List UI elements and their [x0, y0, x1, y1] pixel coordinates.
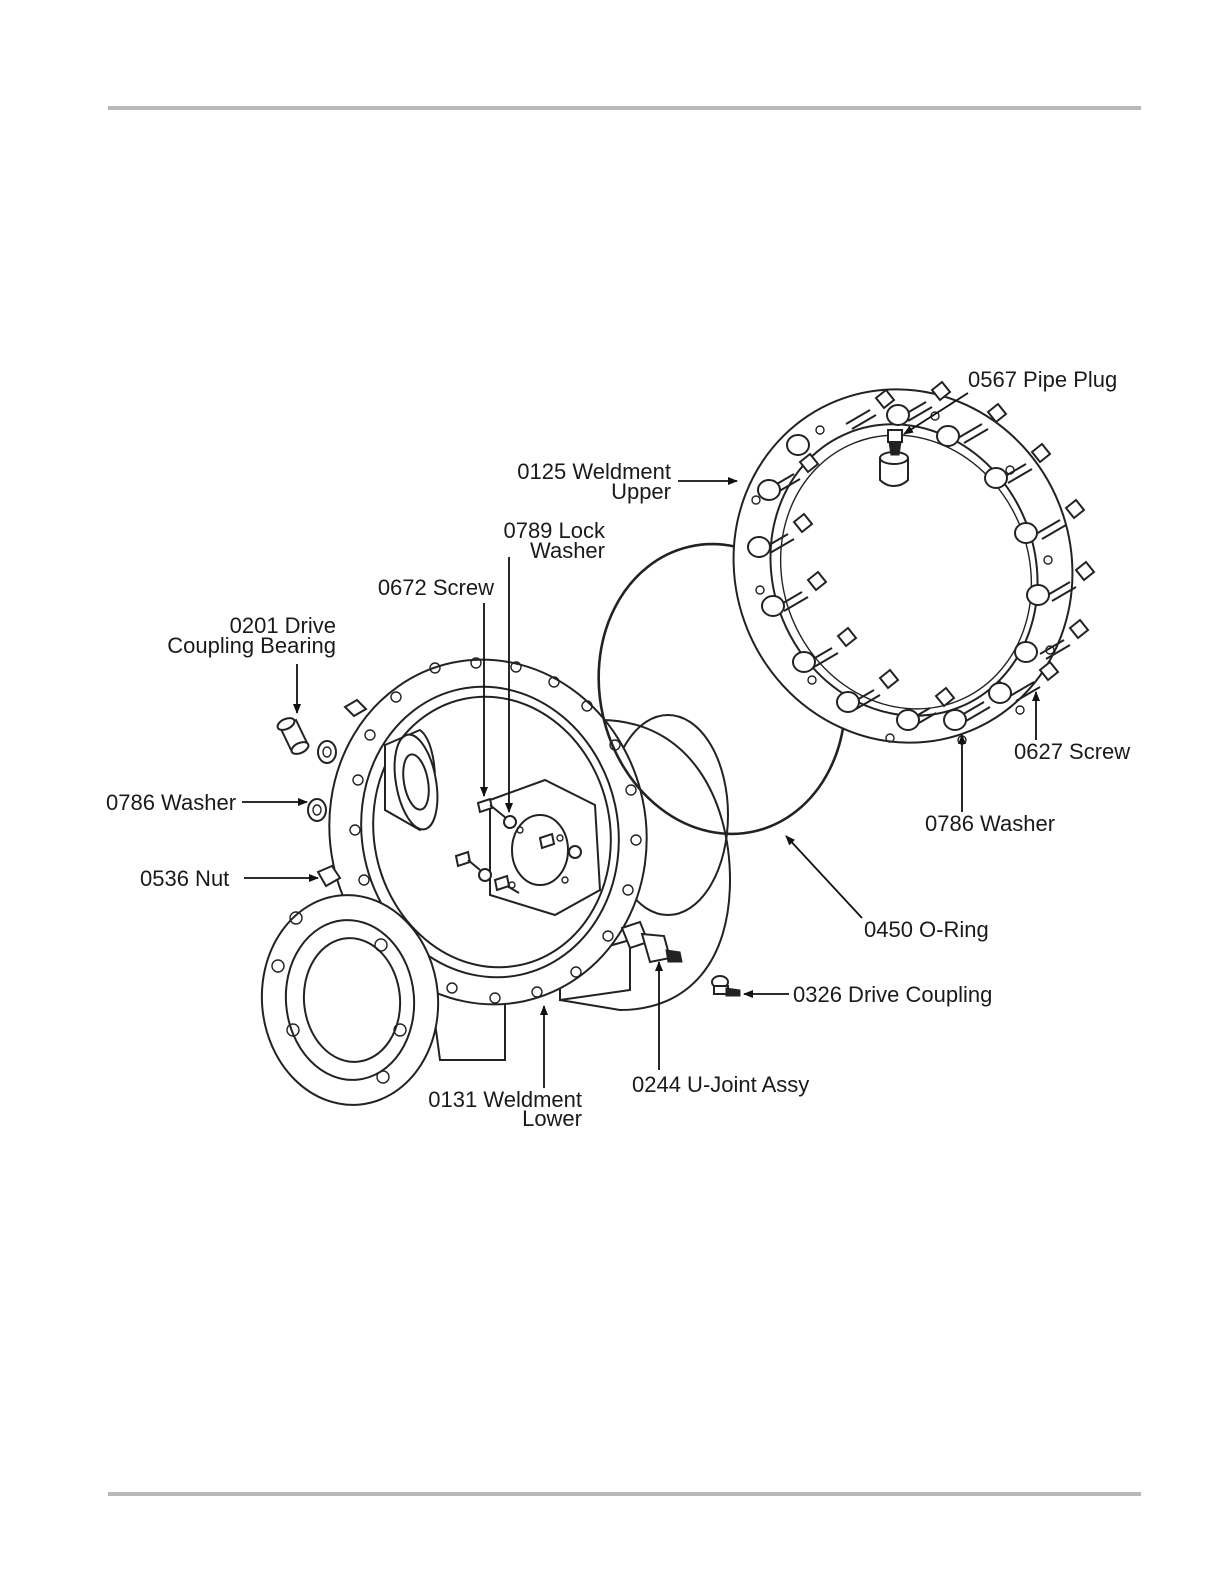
- label-pipe-plug: 0567 Pipe Plug: [968, 367, 1117, 392]
- weldment-upper: [681, 338, 1126, 794]
- label-weldment-upper-line2: Upper: [611, 479, 671, 504]
- label-screw-0672: 0672 Screw: [378, 575, 494, 600]
- label-o-ring: 0450 O-Ring: [864, 917, 989, 942]
- label-u-joint: 0244 U-Joint Assy: [632, 1072, 809, 1097]
- pipe-plug-0567: [888, 430, 902, 455]
- label-screw-0627: 0627 Screw: [1014, 739, 1130, 764]
- label-washer-left: 0786 Washer: [106, 790, 236, 815]
- drive-coupling-bearing-0201: [276, 716, 311, 757]
- label-nut: 0536 Nut: [140, 866, 229, 891]
- label-drive-bearing-line2: Coupling Bearing: [167, 633, 336, 658]
- label-lock-washer-line2: Washer: [530, 538, 605, 563]
- label-washer-right: 0786 Washer: [925, 811, 1055, 836]
- label-drive-coupling: 0326 Drive Coupling: [793, 982, 992, 1007]
- label-weldment-lower-line2: Lower: [522, 1106, 582, 1131]
- drive-coupling-0326: [712, 976, 740, 996]
